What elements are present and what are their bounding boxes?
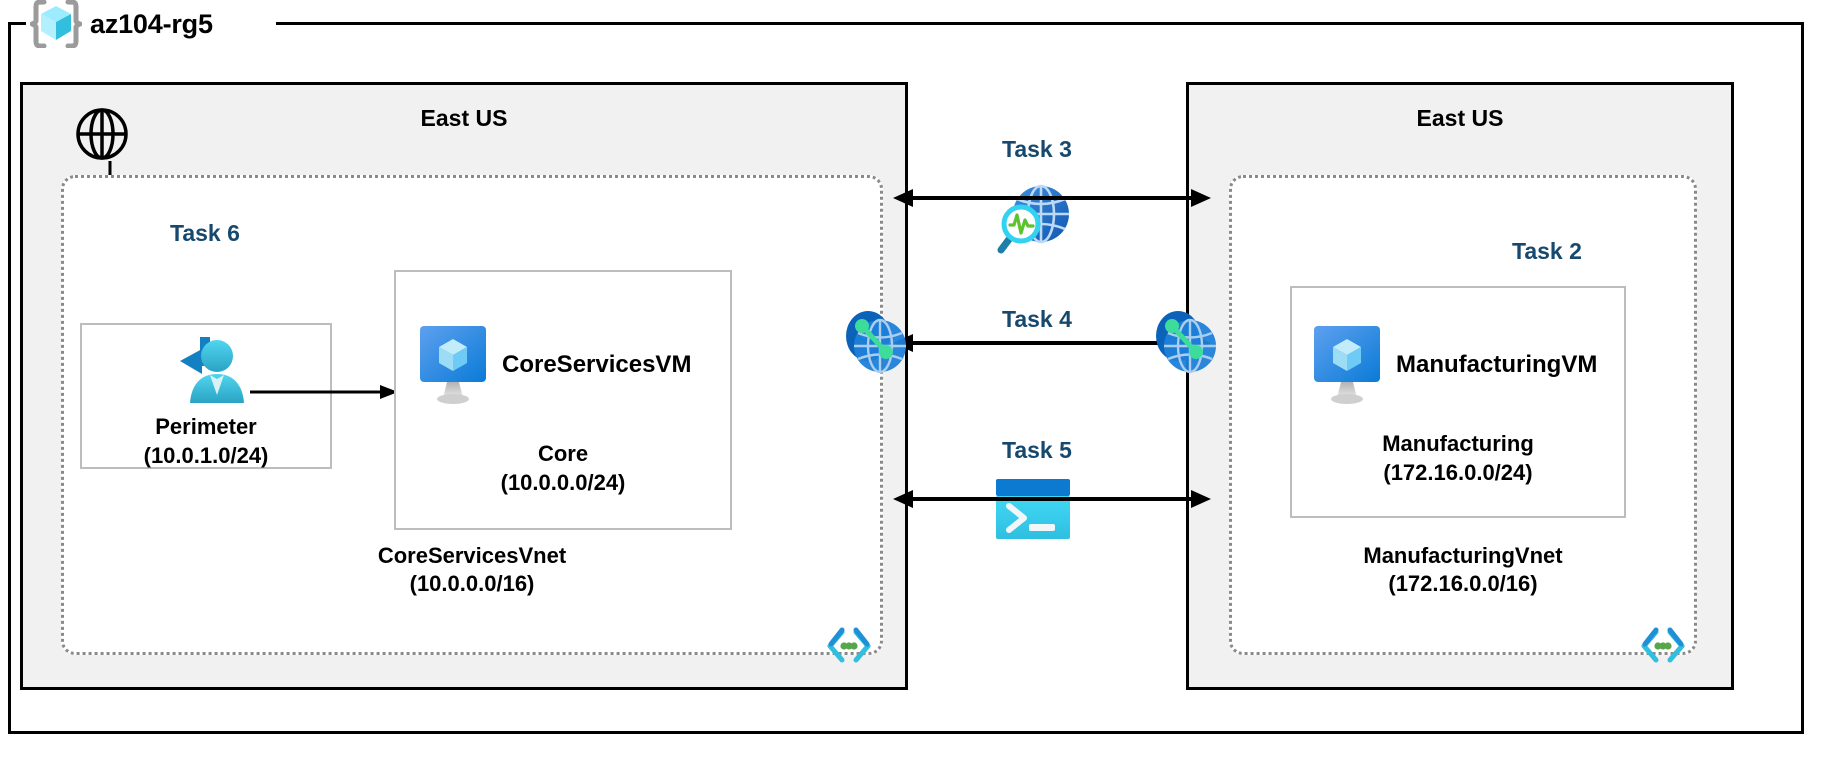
vnet-core-label: CoreServicesVnet (10.0.0.0/16) [64,542,880,598]
vnet-manufacturingvnet: Task 2 [1229,175,1697,663]
vnet-peering-icon [840,306,912,378]
subnet-core-name: Core [537,441,589,466]
coreservicesvm-label: CoreServicesVM [502,351,692,378]
resource-group-cube-icon [30,0,82,48]
task-label-task6: Task 6 [170,220,240,246]
task-label-task5: Task 5 [1002,437,1072,463]
region-east-us-left: East US Task 6 Task 1 [20,82,908,690]
vnet-brackets-icon [1640,626,1686,666]
subnet-core-label: Core (10.0.0.0/24) [396,440,730,497]
virtual-machine-icon [1312,324,1382,406]
subnet-manufacturing-cidr: (172.16.0.0/24) [1383,459,1533,485]
subnet-manufacturing-label: Manufacturing (172.16.0.0/24) [1292,430,1624,487]
resource-coreservicesvm: CoreServicesVM [418,324,691,406]
region-east-us-right: East US Task 2 [1186,82,1734,690]
subnet-core-cidr: (10.0.0.0/24) [500,469,626,495]
vnet-manufacturing-name: ManufacturingVnet [1363,542,1563,568]
vnet-brackets-icon [826,626,872,666]
resource-group-title: az104-rg5 [30,0,213,48]
subnet-perimeter-name: Perimeter [155,414,257,439]
vnet-peering-icon [1150,306,1222,378]
vnet-manufacturing-label: ManufacturingVnet (172.16.0.0/16) [1232,542,1694,598]
region-title-left: East US [420,105,508,131]
globe-internet-icon [75,107,129,161]
connector-task5-bidirectional [893,489,1211,509]
manufacturingvm-label: ManufacturingVM [1396,351,1598,378]
vnet-core-cidr: (10.0.0.0/16) [409,570,535,596]
task-label-task2: Task 2 [1512,238,1582,264]
task-label-task4: Task 4 [1002,306,1072,332]
subnet-manufacturing-name: Manufacturing [1382,431,1534,456]
subnet-perimeter-cidr: (10.0.1.0/24) [143,442,269,468]
vnet-coreservicesvnet: Task 6 Task 1 [61,175,883,663]
vnet-core-name: CoreServicesVnet [377,542,567,568]
connector-task3-bidirectional [893,188,1211,208]
subnet-perimeter-label: Perimeter (10.0.1.0/24) [82,413,330,470]
user-signin-icon [166,333,246,409]
region-title-right: East US [1416,105,1504,131]
task-label-task3: Task 3 [1002,136,1072,162]
subnet-manufacturing: ManufacturingVM Manufacturing (172.16.0.… [1290,286,1626,518]
resource-group-frame [8,22,1804,734]
cloud-shell-terminal-icon [995,478,1071,540]
subnet-core: CoreServicesVM Core (10.0.0.0/24) [394,270,732,530]
resource-group-name: az104-rg5 [90,8,213,39]
resource-manufacturingvm: ManufacturingVM [1312,324,1597,406]
vnet-manufacturing-cidr: (172.16.0.0/16) [1388,570,1538,596]
virtual-machine-icon [418,324,488,406]
connector-perimeter-to-core [250,383,400,401]
subnet-perimeter: Perimeter (10.0.1.0/24) [80,323,332,469]
